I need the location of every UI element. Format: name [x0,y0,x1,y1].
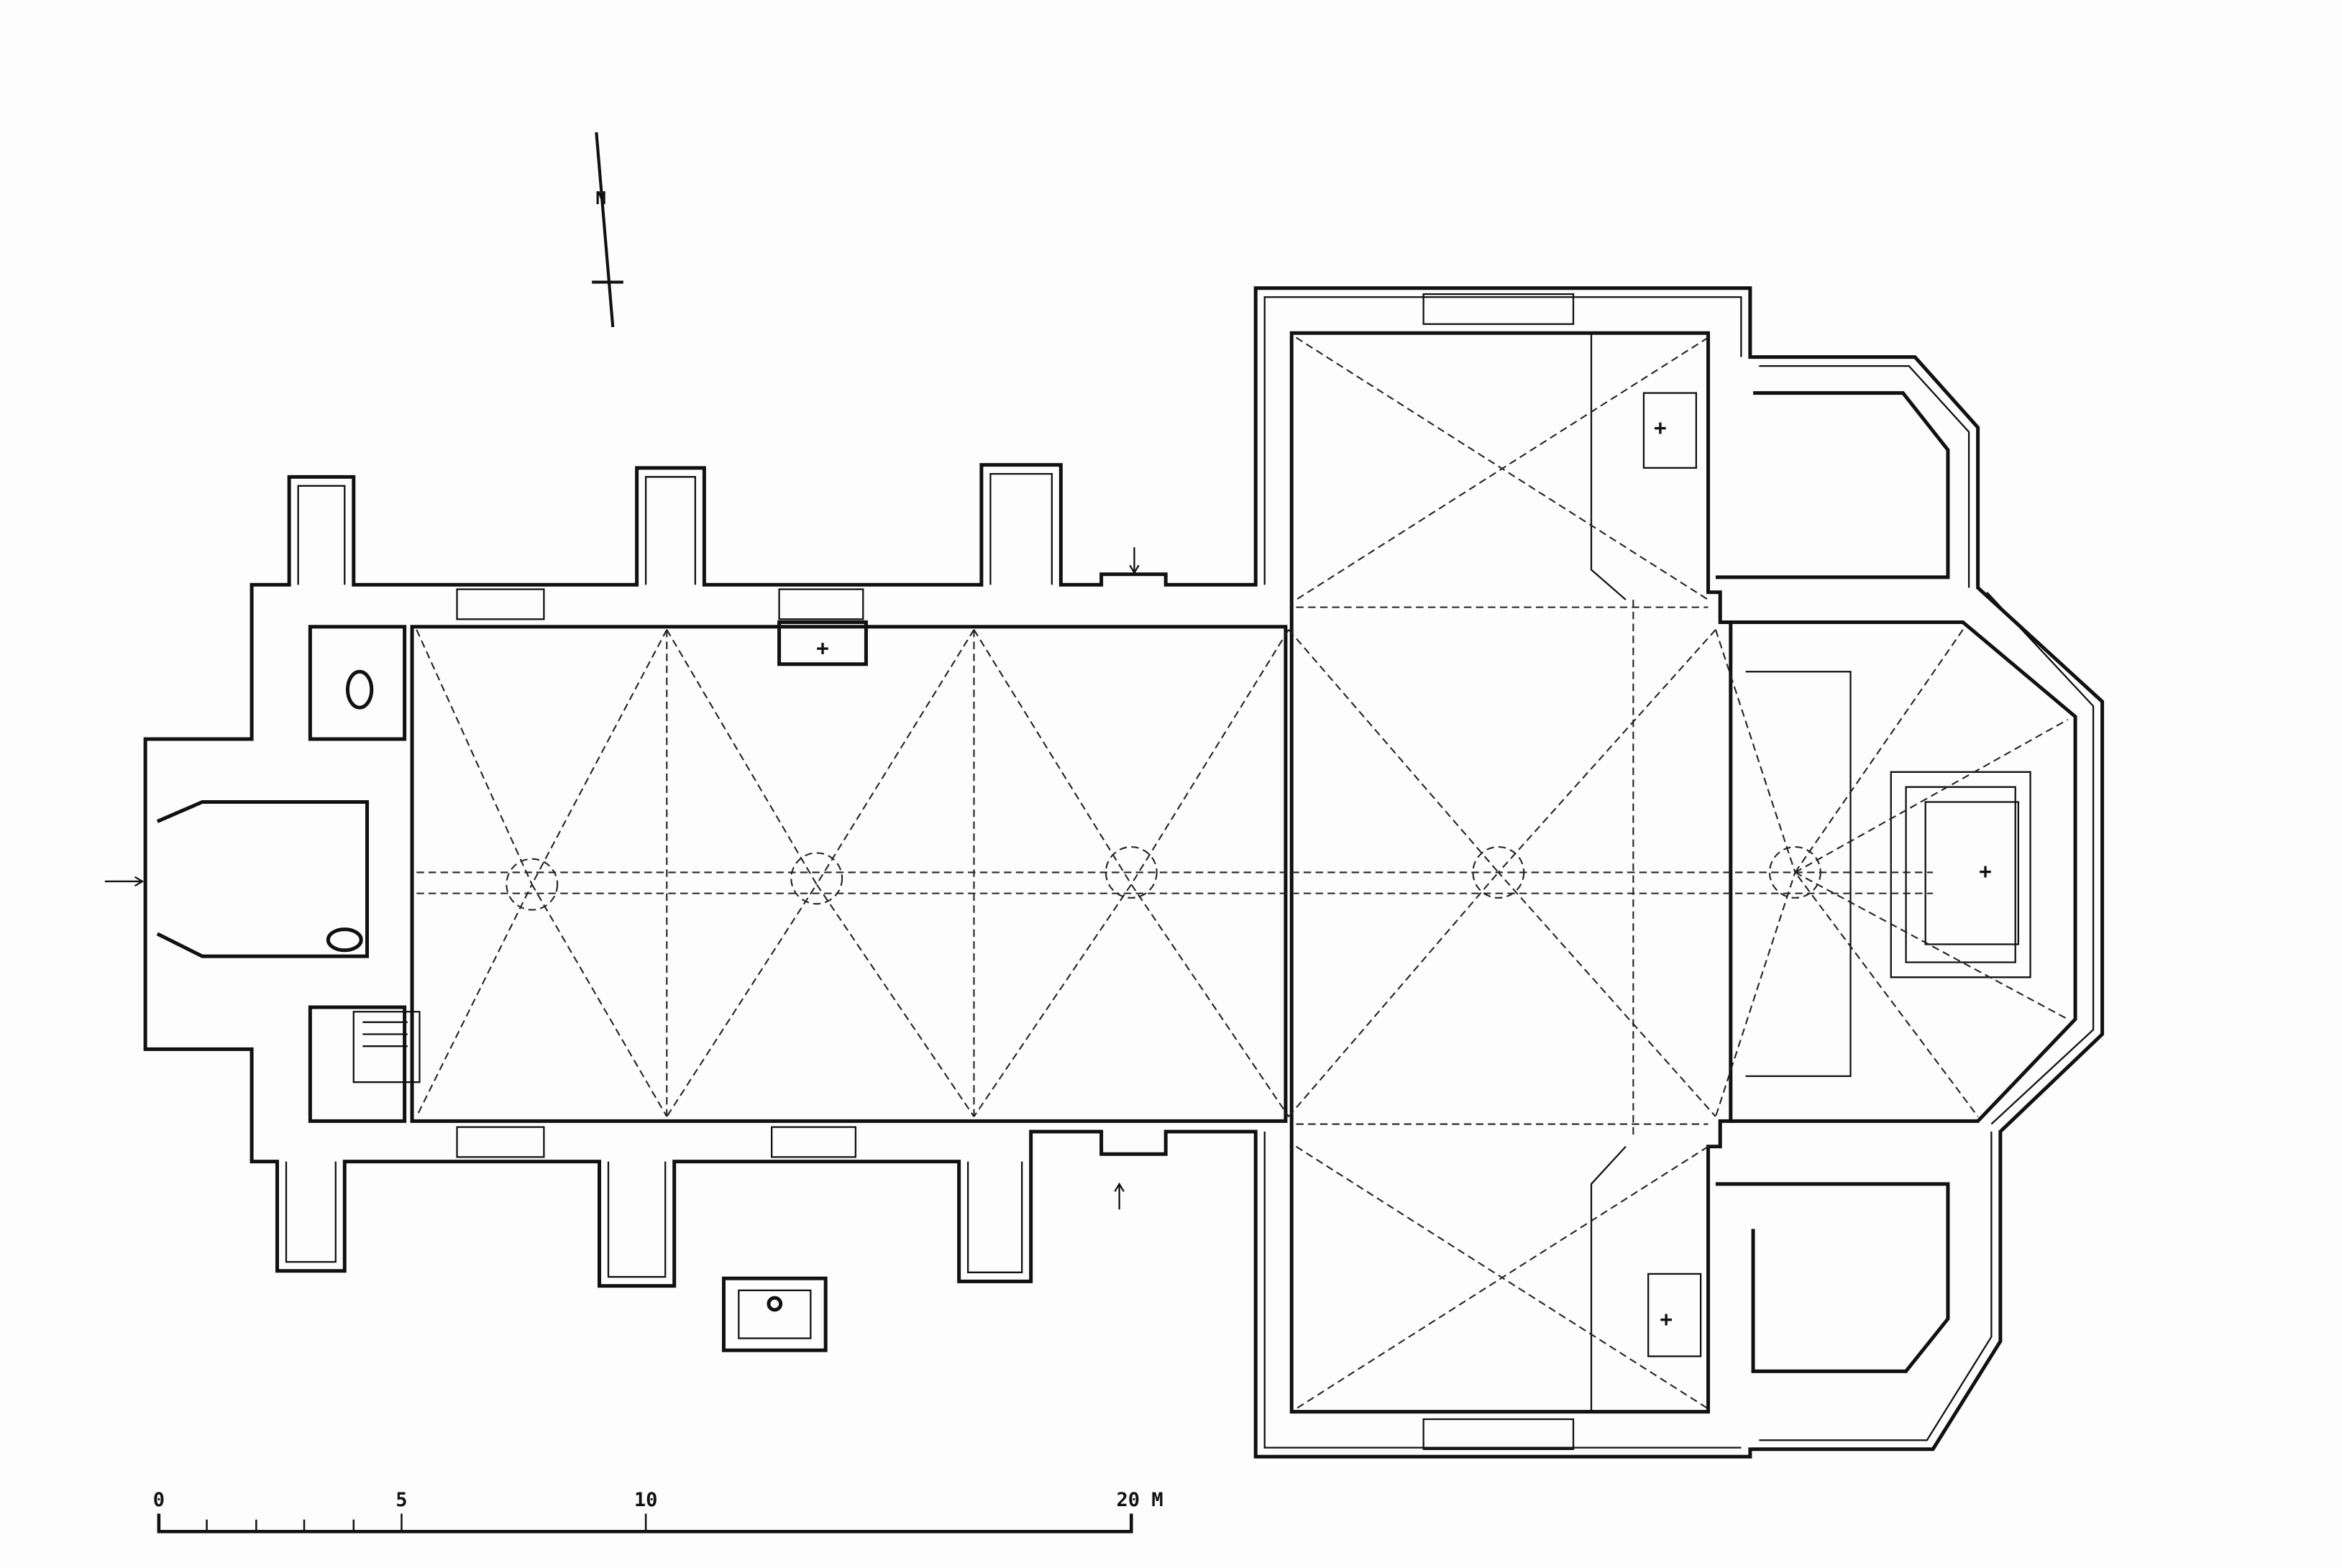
scale-label-20m: 20 M [1116,1489,1163,1511]
svg-text:+: + [816,636,829,660]
se-chapel [1715,1182,1950,1373]
north-label: N [595,188,606,208]
outer-wall-outline [143,286,2105,1459]
north-arrow: N [592,132,623,328]
vault-ribs [416,336,2069,1410]
font-basin-2 [326,927,363,953]
altar-south: + [1647,1273,1702,1357]
staircase [352,1011,421,1083]
rib-bosses [506,845,1821,911]
svg-text:+: + [1654,416,1667,440]
altar-north: + [1642,392,1698,469]
nave-interior [410,625,1288,1123]
scale-bar: 0 5 10 20 M [153,1489,1163,1533]
altar-nave: + [777,620,868,666]
chancel-interior [1730,620,2077,1123]
svg-text:+: + [1660,1307,1673,1331]
font-basin [345,669,374,710]
ne-chapel [1715,391,1950,579]
windows [456,293,1575,1450]
entrance-arrows [104,547,1140,1210]
altar-high: + [1924,801,2020,945]
svg-text:+: + [1979,859,1992,884]
scale-label-0: 0 [153,1489,165,1511]
scale-label-5: 5 [395,1489,407,1511]
scale-label-10: 10 [634,1489,658,1511]
buttress-inner-lines [285,296,2095,1449]
outdoor-font [721,1276,828,1352]
tower-rooms [156,625,407,1123]
altar-steps [1590,333,2031,1412]
